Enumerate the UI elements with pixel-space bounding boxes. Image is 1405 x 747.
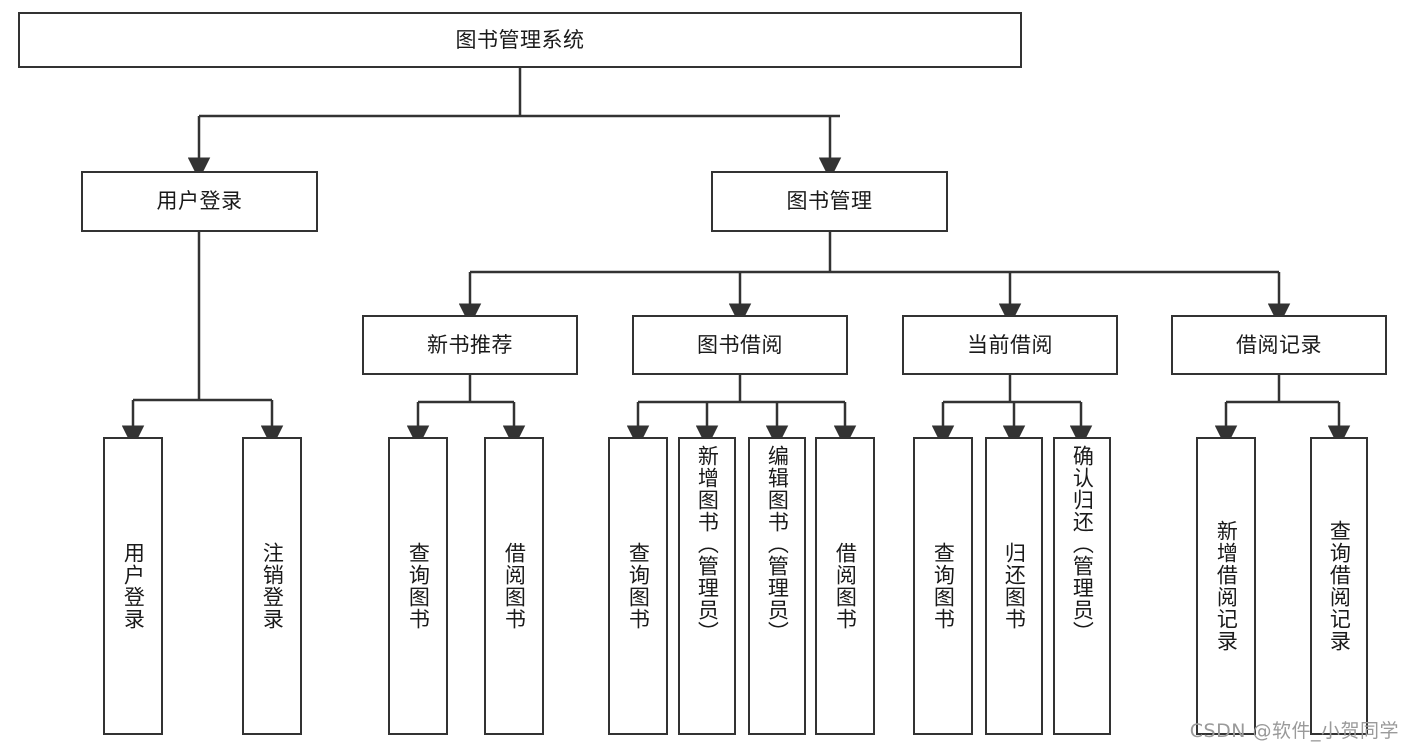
- node-user-login-label: 用户登录: [156, 189, 243, 214]
- leaf-label: 借阅图书: [502, 542, 527, 630]
- leaf-current-borrow-return[interactable]: 归还图书: [985, 437, 1043, 735]
- leaf-label: 查询图书: [406, 542, 431, 630]
- node-new-book-recommend[interactable]: 新书推荐: [362, 315, 578, 375]
- leaf-label: 用户登录: [121, 542, 146, 630]
- node-book-management-label: 图书管理: [786, 189, 873, 214]
- leaf-book-borrow-edit[interactable]: 编辑图书（管理员）: [748, 437, 806, 735]
- leaf-borrow-record-add[interactable]: 新增借阅记录: [1196, 437, 1256, 735]
- leaf-book-borrow-query[interactable]: 查询图书: [608, 437, 668, 735]
- leaf-label: 归还图书: [1002, 542, 1027, 630]
- leaf-current-borrow-query[interactable]: 查询图书: [913, 437, 973, 735]
- node-root[interactable]: 图书管理系统: [18, 12, 1022, 68]
- leaf-label: 编辑图书（管理员）: [765, 445, 790, 643]
- node-new-book-recommend-label: 新书推荐: [427, 332, 513, 357]
- leaf-new-book-query[interactable]: 查询图书: [388, 437, 448, 735]
- node-book-borrow[interactable]: 图书借阅: [632, 315, 848, 375]
- leaf-book-borrow-borrow[interactable]: 借阅图书: [815, 437, 875, 735]
- leaf-book-borrow-add[interactable]: 新增图书（管理员）: [678, 437, 736, 735]
- leaf-label: 借阅图书: [833, 542, 858, 630]
- leaf-current-borrow-confirm[interactable]: 确认归还（管理员）: [1053, 437, 1111, 735]
- node-borrow-record-label: 借阅记录: [1236, 332, 1322, 357]
- leaf-user-login-login[interactable]: 用户登录: [103, 437, 163, 735]
- node-current-borrow-label: 当前借阅: [967, 332, 1053, 357]
- watermark: CSDN @软件_小贺同学: [1189, 720, 1399, 742]
- node-current-borrow[interactable]: 当前借阅: [902, 315, 1118, 375]
- leaf-label: 确认归还（管理员）: [1070, 445, 1095, 643]
- leaf-label: 注销登录: [260, 542, 285, 630]
- node-user-login[interactable]: 用户登录: [81, 171, 318, 232]
- leaf-label: 新增借阅记录: [1214, 520, 1239, 652]
- leaf-label: 查询图书: [931, 542, 956, 630]
- leaf-new-book-borrow[interactable]: 借阅图书: [484, 437, 544, 735]
- node-root-label: 图书管理系统: [455, 27, 585, 52]
- node-book-management[interactable]: 图书管理: [711, 171, 948, 232]
- node-book-borrow-label: 图书借阅: [697, 332, 783, 357]
- leaf-label: 新增图书（管理员）: [695, 445, 720, 643]
- leaf-user-login-logout[interactable]: 注销登录: [242, 437, 302, 735]
- node-borrow-record[interactable]: 借阅记录: [1171, 315, 1387, 375]
- leaf-label: 查询借阅记录: [1327, 520, 1352, 652]
- leaf-label: 查询图书: [626, 542, 651, 630]
- leaf-borrow-record-query[interactable]: 查询借阅记录: [1310, 437, 1368, 735]
